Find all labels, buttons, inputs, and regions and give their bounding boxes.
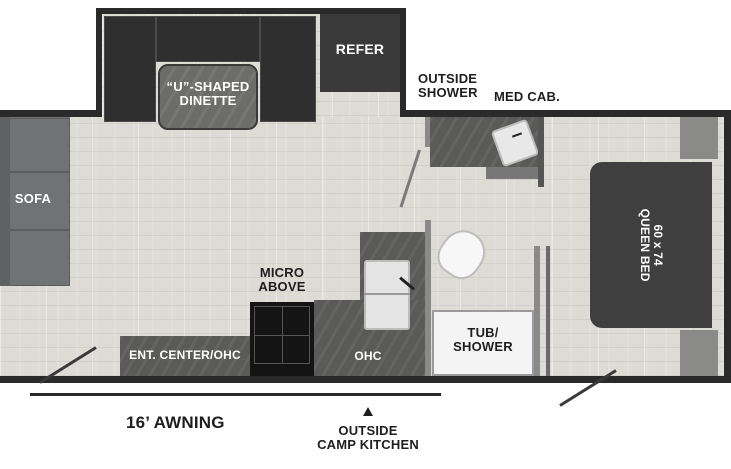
queen-bed-label: 60 x 74 QUEEN BED: [638, 208, 666, 282]
sofa-back: [0, 117, 10, 286]
bath-wall-right-outer: [546, 246, 550, 376]
queen-bed: [590, 162, 712, 328]
tub-shower: [432, 310, 534, 376]
kitchen-sink: [364, 260, 410, 330]
outside-shower-label: OUTSIDE SHOWER: [418, 71, 478, 101]
camp-kitchen-label: OUTSIDE CAMP KITCHEN: [317, 423, 419, 453]
rear-wall: [724, 110, 731, 383]
tub-shower-label: TUB/ SHOWER: [453, 325, 513, 355]
bath-wall-left-upper: [425, 117, 431, 147]
sofa-cushion-mid: [0, 172, 70, 230]
refer-label: REFER: [335, 41, 385, 57]
med-cab-label: MED CAB.: [494, 89, 560, 104]
bath-wall-left: [425, 220, 431, 376]
dinette-bench-left: [104, 16, 156, 122]
front-wall: [0, 110, 102, 117]
camp-kitchen-marker-icon: [363, 407, 373, 416]
dinette-label: “U”-SHAPED DINETTE: [166, 79, 250, 109]
nightstand-bottom: [680, 330, 718, 376]
step-ledge: [30, 393, 441, 396]
dinette-table: [158, 64, 258, 130]
micro-label: MICRO ABOVE: [258, 265, 306, 295]
entertainment-center: [120, 336, 250, 376]
stove-burners: [254, 306, 310, 364]
awning-label: 16’ AWNING: [126, 413, 225, 432]
bath-wall-right: [534, 246, 540, 376]
mid-top-wall: [400, 110, 731, 117]
ent-center-label: ENT. CENTER/OHC: [129, 348, 241, 362]
sofa-cushion-bottom: [0, 230, 70, 286]
dinette-bench-back: [156, 16, 260, 62]
refrigerator: [320, 14, 400, 92]
bottom-wall: [0, 376, 441, 383]
sink-divider: [364, 293, 410, 295]
nightstand-top: [680, 117, 718, 159]
sofa-label: SOFA: [14, 191, 52, 206]
ohc-label: OHC: [354, 349, 382, 363]
bottom-wall-rear: [441, 376, 731, 383]
dinette-bench-right: [260, 16, 316, 122]
sofa-cushion-top: [0, 118, 70, 172]
bath-wall-right-upper: [538, 117, 544, 187]
